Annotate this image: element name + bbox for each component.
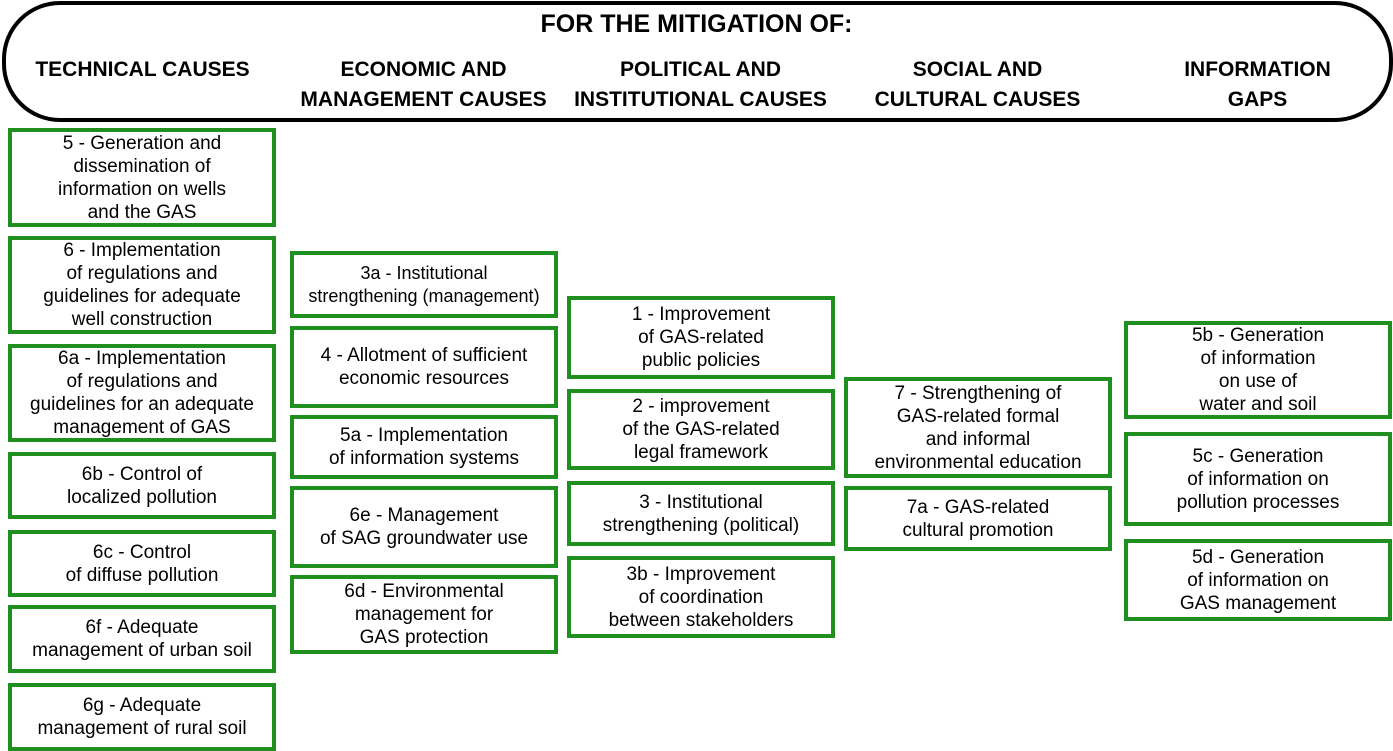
measure-box: 5c - Generation of information on pollut…: [1124, 432, 1392, 526]
heading-social: SOCIAL AND CULTURAL CAUSES: [874, 58, 1081, 111]
heading-economic: ECONOMIC AND MANAGEMENT CAUSES: [300, 58, 547, 111]
measure-box: 1 - Improvement of GAS-related public po…: [567, 296, 835, 379]
heading-information: INFORMATION GAPS: [1184, 58, 1331, 111]
measure-box: 6 - Implementation of regulations and gu…: [8, 236, 276, 334]
diagram-title: FOR THE MITIGATION OF:: [540, 10, 853, 38]
header-banner: [2, 1, 1393, 122]
measure-box: 3 - Institutional strengthening (politic…: [567, 481, 835, 546]
heading-technical: TECHNICAL CAUSES: [35, 58, 250, 81]
measure-box: 6g - Adequate management of rural soil: [8, 683, 276, 751]
measure-box: 3b - Improvement of coordination between…: [567, 556, 835, 638]
heading-political: POLITICAL AND INSTITUTIONAL CAUSES: [574, 58, 827, 111]
measure-box: 3a - Institutional strengthening (manage…: [290, 251, 558, 318]
measure-box: 6e - Management of SAG groundwater use: [290, 486, 558, 568]
measure-box: 6f - Adequate management of urban soil: [8, 605, 276, 673]
measure-box: 5b - Generation of information on use of…: [1124, 321, 1392, 419]
measure-box: 6a - Implementation of regulations and g…: [8, 344, 276, 442]
measure-box: 2 - improvement of the GAS-related legal…: [567, 389, 835, 470]
measure-box: 5a - Implementation of information syste…: [290, 415, 558, 479]
measure-box: 5d - Generation of information on GAS ma…: [1124, 539, 1392, 621]
measure-box: 7a - GAS-related cultural promotion: [844, 486, 1112, 551]
measure-box: 6d - Environmental management for GAS pr…: [290, 575, 558, 654]
measure-box: 7 - Strengthening of GAS-related formal …: [844, 377, 1112, 478]
measure-box: 6b - Control of localized pollution: [8, 452, 276, 519]
measure-box: 6c - Control of diffuse pollution: [8, 530, 276, 597]
measure-box: 4 - Allotment of sufficient economic res…: [290, 326, 558, 408]
measure-box: 5 - Generation and dissemination of info…: [8, 128, 276, 227]
